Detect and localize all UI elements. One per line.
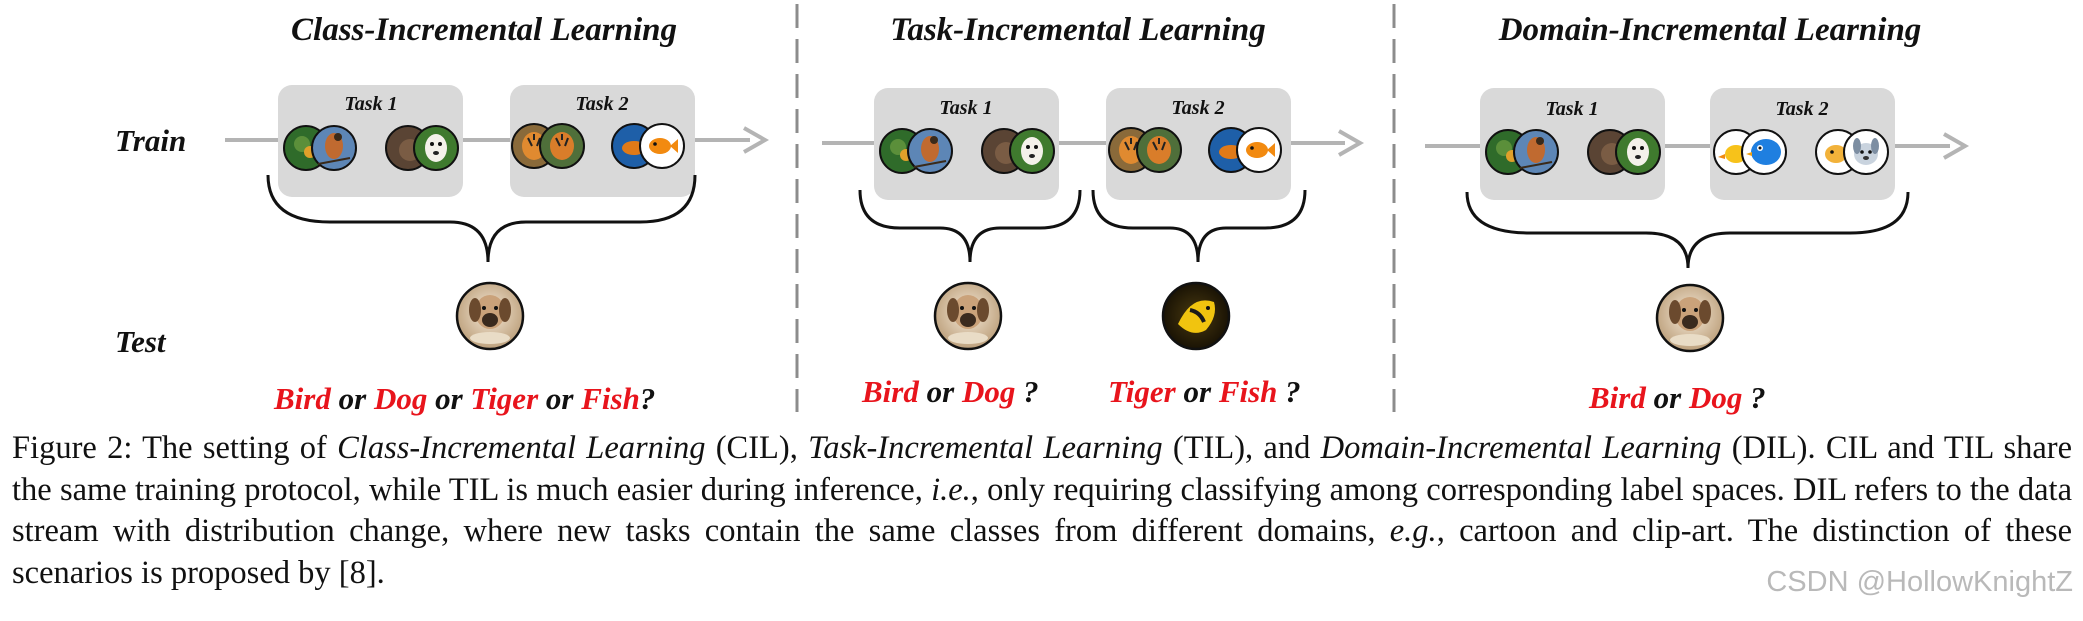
caption-emphasis: Domain-Incremental Learning — [1320, 430, 1722, 466]
cartoon-bird-icon — [1713, 129, 1787, 175]
figure-caption: Figure 2: The setting of Class-Increment… — [12, 428, 2072, 594]
cartoon-dog-icon — [1815, 129, 1889, 175]
caption-text: Figure 2: The setting of — [12, 430, 338, 466]
brace — [266, 174, 697, 263]
task1-label: Task 1 — [344, 93, 397, 115]
task2-label: Task 2 — [1171, 97, 1224, 119]
task2-box — [510, 85, 695, 197]
panel-title-til: Task-Incremental Learning — [890, 12, 1266, 48]
bird-photo-icon — [879, 128, 953, 174]
til-question-b: Tiger or Fish ? — [1108, 374, 1301, 409]
task2-label: Task 2 — [575, 93, 628, 115]
caption-text: , cartoon and clip-art. The distinction … — [12, 513, 2072, 591]
dog-photo-icon — [385, 125, 459, 171]
watermark: CSDN @HollowKnightZ — [1766, 566, 2073, 598]
panel-title-cil: Class-Incremental Learning — [291, 12, 677, 48]
test-dog-icon — [933, 281, 1003, 351]
test-dog-icon — [455, 281, 525, 351]
incremental-learning-diagram: Class-Incremental Learning Task-Incremen… — [115, 4, 1970, 416]
test-dog-icon — [1655, 283, 1725, 353]
panel-title-dil: Domain-Incremental Learning — [1498, 12, 1922, 48]
caption-text: (DIL). CIL and TIL share the same traini… — [12, 430, 2073, 508]
cil-question: Bird or Dog or Tiger or Fish? — [273, 381, 655, 416]
task2-box — [1106, 88, 1291, 200]
dil-panel: Task 1 Task 2 Bird or Dog ? — [1425, 88, 1970, 415]
task1-label: Task 1 — [939, 97, 992, 119]
caption-emphasis: e.g. — [1389, 513, 1437, 549]
fish-photo-icon — [1208, 127, 1282, 173]
caption-text: (CIL), — [705, 430, 809, 466]
caption-emphasis: i.e. — [931, 471, 971, 508]
fish-photo-icon — [611, 123, 685, 169]
dil-question: Bird or Dog ? — [1588, 380, 1766, 415]
caption-text: (TIL), and — [1162, 430, 1321, 466]
til-question-a: Bird or Dog ? — [861, 374, 1039, 409]
task1-label: Task 1 — [1545, 98, 1598, 120]
dog-photo-icon — [981, 128, 1055, 174]
task2-label: Task 2 — [1775, 98, 1828, 120]
caption-text: , only requiring classifying among corre… — [12, 471, 2073, 550]
cil-panel: Task 1 Task 2 Bird or Dog or Tiger or Fi… — [225, 85, 770, 416]
caption-emphasis: Task-Incremental Learning — [808, 430, 1163, 466]
test-fish-icon — [1161, 281, 1231, 351]
caption-emphasis: Class-Incremental Learning — [337, 430, 706, 466]
train-row-label: Train — [115, 123, 186, 158]
tiger-photo-icon — [1108, 127, 1182, 173]
dog-photo-icon — [1587, 129, 1661, 175]
til-panel: Task 1 Task 2 Bird or Dog ? Tiger or Fis… — [822, 88, 1365, 409]
brace — [1465, 191, 1910, 269]
bird-photo-icon — [1485, 129, 1559, 175]
test-row-label: Test — [115, 324, 167, 359]
tiger-photo-icon — [511, 123, 585, 169]
brace-task1 — [858, 189, 1082, 263]
brace-task2 — [1091, 189, 1307, 263]
bird-photo-icon — [283, 125, 357, 171]
